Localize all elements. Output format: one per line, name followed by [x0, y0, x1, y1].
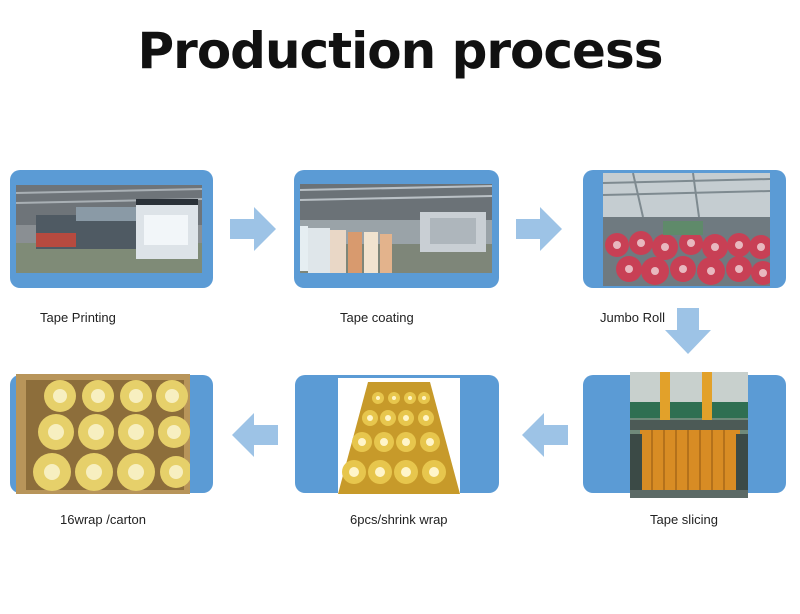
tape-slicing-photo: [630, 372, 748, 498]
arrow-right-icon: [516, 207, 562, 251]
step-label-tape-slicing: Tape slicing: [650, 512, 718, 527]
tape-printing-photo: [16, 185, 202, 273]
step-label-tape-coating: Tape coating: [340, 310, 414, 325]
arrow-left-icon: [232, 413, 278, 457]
arrow-left-icon: [522, 413, 568, 457]
step-label-tape-printing: Tape Printing: [40, 310, 116, 325]
arrow-down-icon: [665, 308, 711, 354]
shrink-wrap-photo: [338, 378, 460, 494]
arrow-right-icon: [230, 207, 276, 251]
step-label-shrink-wrap: 6pcs/shrink wrap: [350, 512, 448, 527]
carton-photo: [16, 374, 190, 494]
step-label-carton: 16wrap /carton: [60, 512, 146, 527]
step-label-jumbo-roll: Jumbo Roll: [600, 310, 666, 325]
page-title: Production process: [137, 22, 664, 80]
tape-coating-photo: [300, 184, 492, 273]
jumbo-roll-photo: [603, 173, 770, 286]
